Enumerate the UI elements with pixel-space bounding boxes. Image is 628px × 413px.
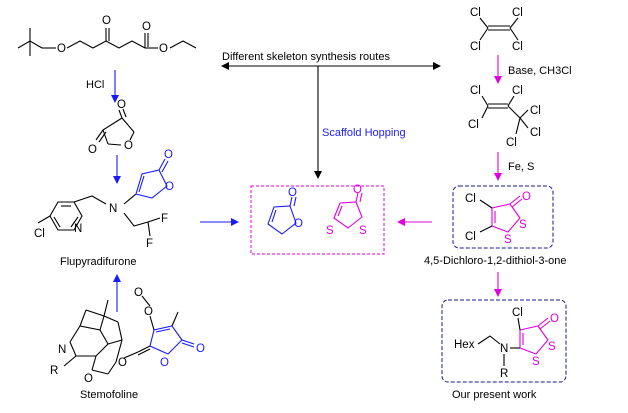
stemofoline-label: Stemofoline — [80, 389, 138, 401]
atom-o: O — [165, 181, 174, 193]
atom-s: S — [519, 219, 527, 231]
atom-cl: Cl — [470, 7, 481, 19]
atom-o: O — [142, 21, 151, 33]
atom-o: O — [118, 357, 127, 369]
atom-r: R — [500, 368, 508, 380]
atom-o: O — [550, 313, 559, 325]
atom-o: O — [88, 144, 97, 156]
atom-o: O — [57, 43, 66, 55]
butenolide-scaffold — [267, 196, 297, 235]
atom-cl: Cl — [465, 193, 476, 205]
atom-cl: Cl — [512, 41, 523, 53]
atom-cl: Cl — [530, 105, 541, 117]
atom-s: S — [504, 234, 512, 246]
atom-cl: Cl — [465, 231, 476, 243]
atom-cl: Cl — [512, 307, 523, 319]
atom-n: N — [109, 203, 117, 215]
hexachloropropene-structure — [481, 95, 529, 135]
base-label: Base, CH3Cl — [508, 65, 572, 77]
butenolide-blue — [135, 158, 169, 199]
atom-o: O — [196, 343, 205, 355]
atom-o: O — [294, 218, 303, 230]
atom-o: O — [159, 43, 168, 55]
scaffold-hopping-label: Scaffold Hopping — [322, 127, 406, 139]
atom-o: O — [144, 306, 153, 318]
atom-o: O — [134, 287, 143, 299]
atom-cl: Cl — [470, 85, 481, 97]
atom-o: O — [288, 187, 297, 199]
hcl-label: HCl — [86, 79, 104, 91]
atom-n: N — [74, 223, 82, 235]
atom-s: S — [326, 225, 334, 237]
atom-cl: Cl — [506, 137, 517, 149]
atom-s: S — [359, 225, 367, 237]
dichloro-dithiolone-structure — [479, 195, 523, 233]
flupyradifurone-label: Flupyradifurone — [60, 256, 136, 268]
tbutoxy-ketoester-structure — [17, 28, 197, 56]
atom-cl: Cl — [468, 119, 479, 131]
atom-cl: Cl — [512, 7, 523, 19]
tetronic-acid-structure — [95, 108, 135, 146]
atom-f: F — [146, 238, 153, 250]
flupyradifurone-structure — [37, 193, 161, 237]
atom-o: O — [84, 373, 93, 385]
atom-cl: Cl — [512, 85, 523, 97]
atom-n: N — [58, 344, 66, 356]
atom-o: O — [353, 184, 362, 196]
atom-o: O — [102, 15, 111, 27]
atom-cl: Cl — [530, 127, 541, 139]
fe-s-label: Fe, S — [508, 161, 534, 173]
atom-cl: Cl — [470, 41, 481, 53]
atom-cl: Cl — [34, 228, 45, 240]
stemofoline-butenolide — [141, 295, 195, 355]
atom-s: S — [548, 341, 556, 353]
dithiolone-scaffold — [333, 192, 363, 229]
atom-s: S — [532, 356, 540, 368]
atom-o: O — [160, 357, 169, 369]
present-work-label: Our present work — [452, 389, 537, 401]
atom-o: O — [117, 99, 126, 111]
tetrachloroethylene-structure — [479, 17, 519, 41]
atom-o: O — [124, 140, 133, 152]
atom-o: O — [522, 191, 531, 203]
routes-label: Different skeleton synthesis routes — [222, 51, 390, 63]
atom-hex: Hex — [454, 339, 475, 351]
dithiolone-label: 4,5-Dichloro-1,2-dithiol-3-one — [424, 255, 566, 267]
dithiolone-box — [452, 185, 554, 249]
present-work-box — [441, 299, 567, 383]
atom-r: R — [50, 365, 58, 377]
atom-f: F — [161, 213, 168, 225]
atom-o: O — [164, 149, 173, 161]
scaffold-box — [250, 185, 385, 255]
atom-n: N — [500, 343, 508, 355]
stemofoline-structure — [63, 299, 151, 375]
present-work-structure — [477, 317, 551, 366]
